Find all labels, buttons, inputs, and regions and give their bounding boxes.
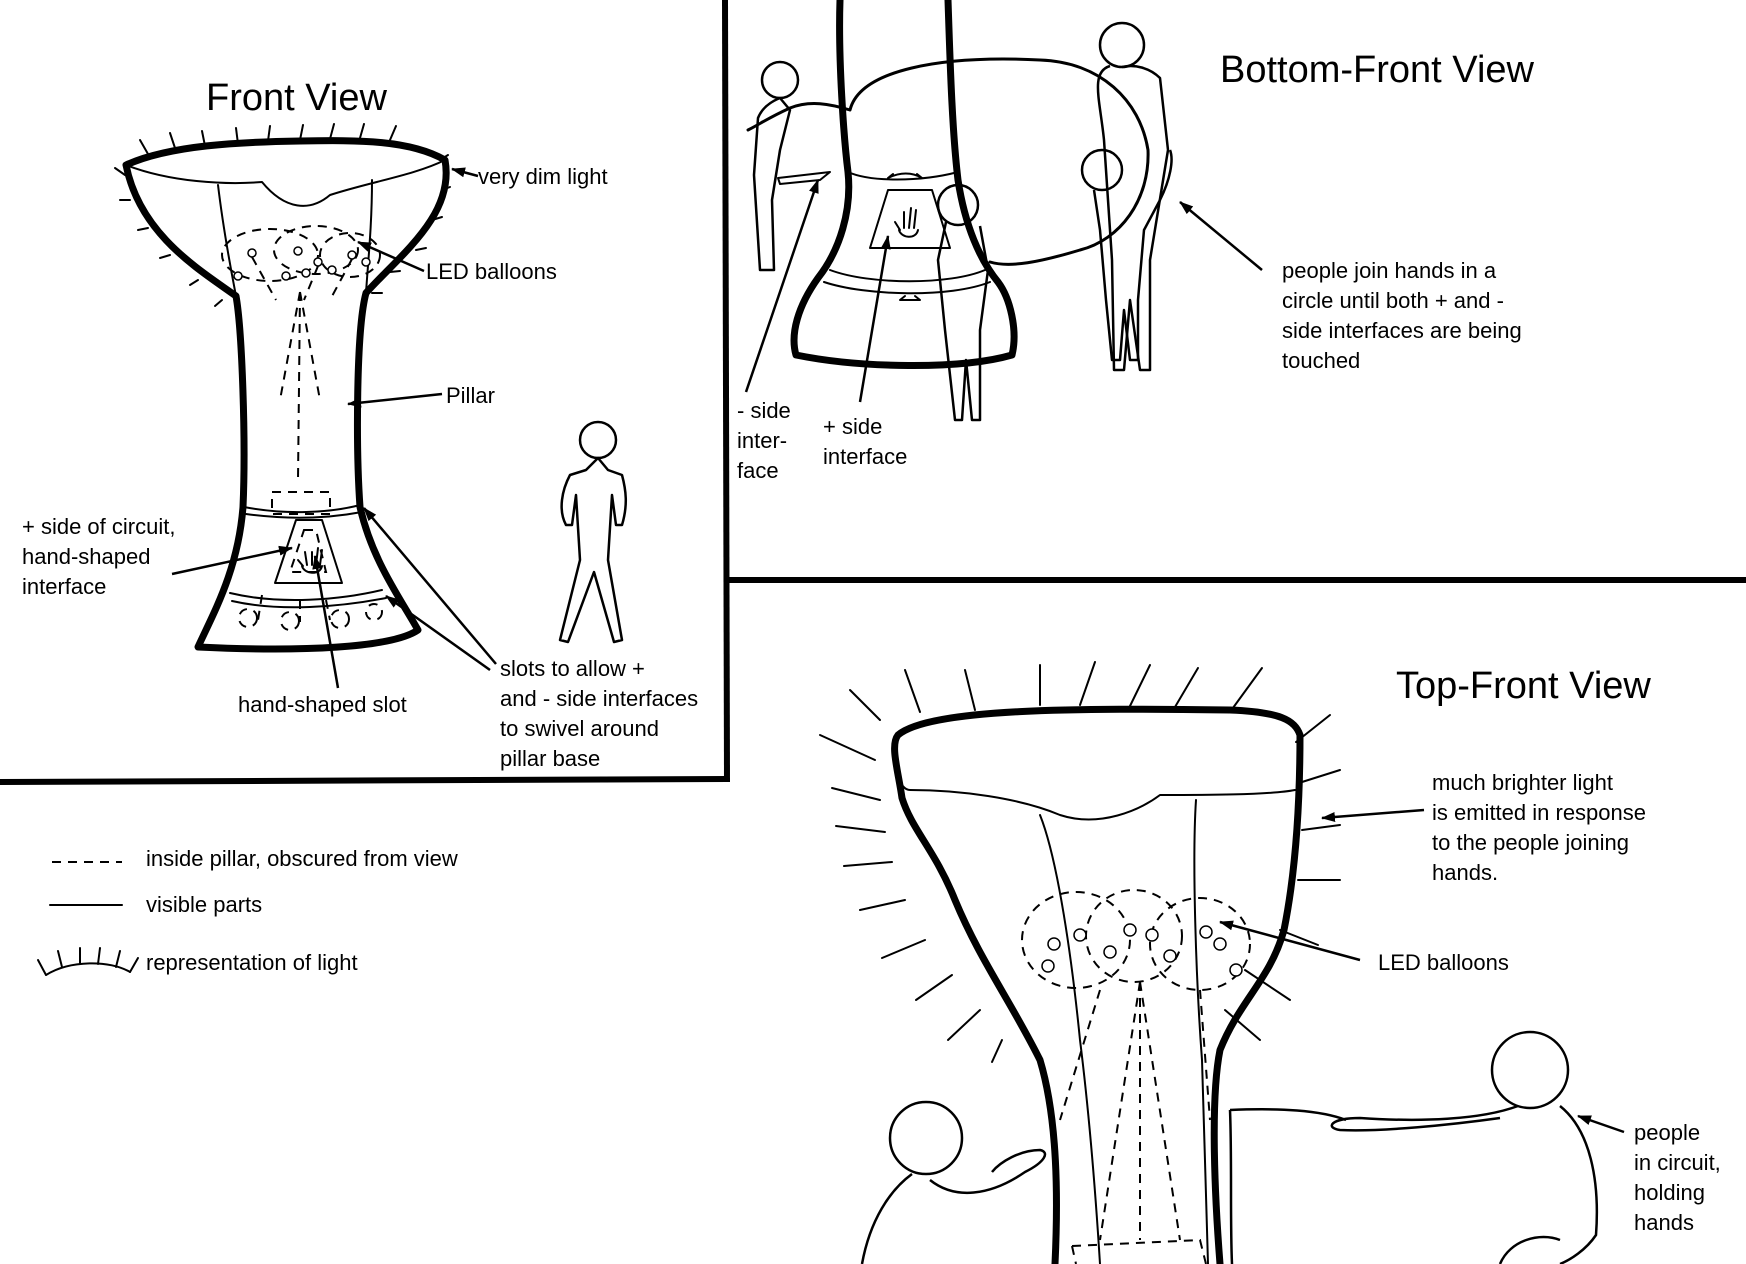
- label-plus-interface-line2: interface: [823, 444, 907, 469]
- label-bright-line1: much brighter light: [1432, 770, 1613, 795]
- front-lower-band: [229, 589, 383, 601]
- front-rim-inner: [125, 159, 446, 207]
- arrow-slots-lower: [385, 594, 491, 672]
- arrow-brighter-light: [1321, 808, 1425, 822]
- label-people-line3: holding: [1634, 1180, 1705, 1205]
- bottom-pillar-outline: [790, 0, 1018, 370]
- label-join-line3: side interfaces are being: [1282, 318, 1522, 343]
- arrow-minus-side: [744, 179, 820, 393]
- label-led-balloons-front: LED balloons: [426, 259, 557, 284]
- legend-light-label: representation of light: [146, 950, 358, 975]
- label-slots-line3: to swivel around: [500, 716, 659, 741]
- label-people-line1: people: [1634, 1120, 1700, 1145]
- arrow-hand-slot: [312, 555, 340, 689]
- legend-light-icon: [37, 947, 139, 976]
- bottom-person-right-front: [1080, 148, 1173, 362]
- label-very-dim-light: very dim light: [478, 164, 608, 189]
- label-plus-side-line1: + side of circuit,: [22, 514, 175, 539]
- label-join-line4: touched: [1282, 348, 1360, 373]
- top-pillar-outline: [891, 705, 1304, 1264]
- arrow-people-in-circuit: [1577, 1114, 1625, 1134]
- label-slots-line1: slots to allow +: [500, 656, 645, 681]
- label-slots-line4: pillar base: [500, 746, 600, 771]
- label-bright-line2: is emitted in response: [1432, 800, 1646, 825]
- legend-dashed-label: inside pillar, obscured from view: [146, 846, 458, 871]
- bottom-plus-interface: [869, 189, 951, 249]
- bright-light-rays: [819, 661, 1341, 1063]
- arrow-join-hands: [1179, 201, 1263, 271]
- bottom-minus-interface: [777, 171, 831, 185]
- front-person-figure: [558, 420, 627, 644]
- bottom-front-view-title: Bottom-Front View: [1220, 49, 1535, 91]
- top-led-balloons: [1021, 889, 1251, 1264]
- label-pillar: Pillar: [446, 383, 495, 408]
- arrow-pillar: [347, 392, 443, 408]
- arrow-very-dim-light: [451, 167, 479, 178]
- legend-solid-label: visible parts: [146, 892, 262, 917]
- top-person-right: [1228, 1030, 1599, 1264]
- front-view-panel: Front View: [22, 77, 698, 771]
- front-view-title: Front View: [206, 77, 387, 119]
- front-pillar-outline: [122, 137, 450, 653]
- top-front-view-title: Top-Front View: [1396, 665, 1651, 707]
- label-plus-side-line2: hand-shaped: [22, 544, 150, 569]
- bottom-front-view-panel: Bottom-Front View: [737, 0, 1535, 483]
- arrow-plus-interface: [858, 235, 891, 403]
- label-hand-shaped-slot: hand-shaped slot: [238, 692, 407, 717]
- label-minus-side-line3: face: [737, 458, 779, 483]
- top-person-left: [860, 1100, 1047, 1264]
- legend: inside pillar, obscured from view visibl…: [37, 846, 458, 976]
- arrow-slots-upper: [363, 507, 497, 665]
- label-minus-side-line2: inter-: [737, 428, 787, 453]
- label-plus-interface-line1: + side: [823, 414, 882, 439]
- label-led-balloons-top: LED balloons: [1378, 950, 1509, 975]
- arrow-led-balloons-front: [357, 240, 425, 273]
- bottom-person-center: [936, 183, 990, 422]
- label-plus-side-line3: interface: [22, 574, 106, 599]
- label-join-line2: circle until both + and -: [1282, 288, 1504, 313]
- label-people-line4: hands: [1634, 1210, 1694, 1235]
- top-front-view-panel: Top-Front View: [819, 661, 1721, 1264]
- label-people-line2: in circuit,: [1634, 1150, 1721, 1175]
- label-minus-side-line1: - side: [737, 398, 791, 423]
- front-upper-band: [243, 504, 361, 514]
- panel-frames: [0, 0, 1746, 785]
- bottom-person-left: [752, 60, 800, 272]
- label-slots-line2: and - side interfaces: [500, 686, 698, 711]
- label-bright-line3: to the people joining: [1432, 830, 1629, 855]
- arrow-plus-side: [171, 545, 293, 576]
- front-hand-interface: [274, 519, 343, 584]
- arrow-led-balloons-top: [1219, 920, 1361, 962]
- label-bright-line4: hands.: [1432, 860, 1498, 885]
- label-join-line1: people join hands in a: [1282, 258, 1497, 283]
